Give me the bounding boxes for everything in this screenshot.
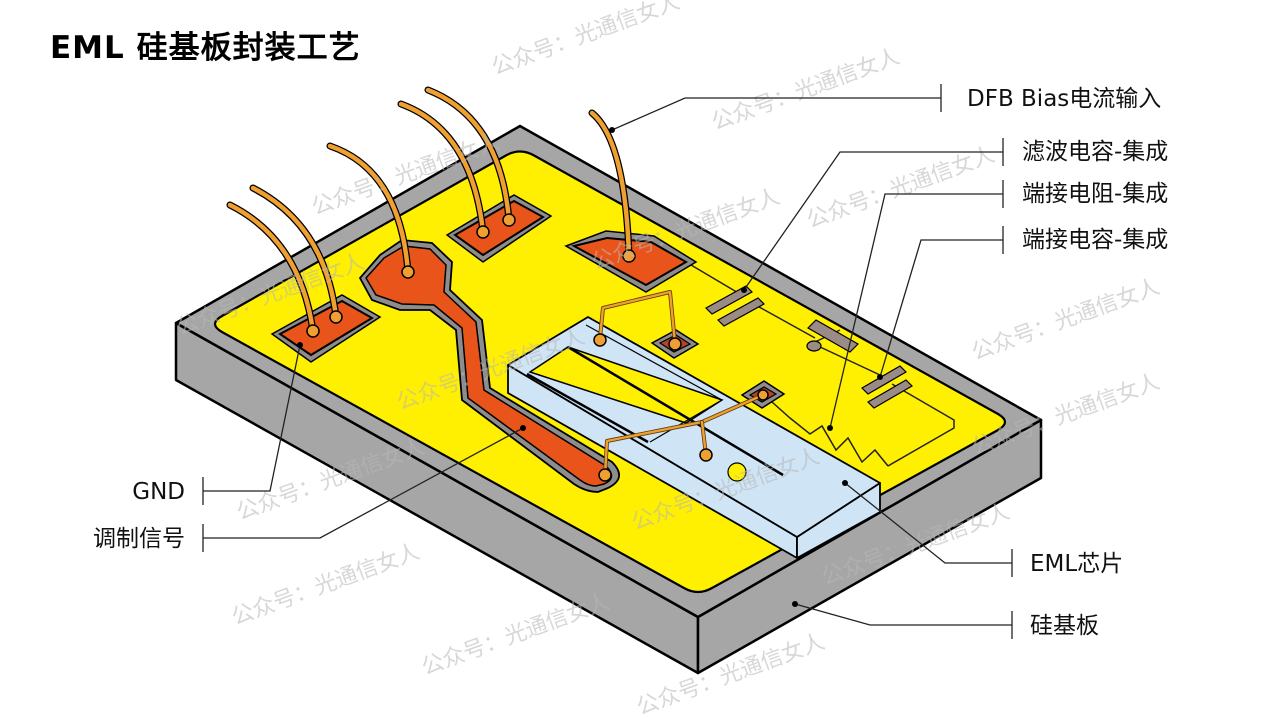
watermark: 公众号：光通信女人 (489, 0, 684, 81)
watermark: 公众号：光通信女人 (969, 274, 1164, 365)
watermark: 公众号：光通信女人 (419, 589, 614, 680)
label-filter-capacitor: 滤波电容-集成 (1022, 139, 1168, 165)
lead-wires (226, 86, 633, 335)
label-gnd: GND (132, 479, 185, 505)
modulation-trace (358, 239, 620, 493)
page-title: EML 硅基板封装工艺 (50, 30, 361, 66)
label-modulation-signal: 调制信号 (93, 526, 185, 552)
termination-resistor-chip (806, 319, 859, 353)
bond-dots (306, 213, 769, 482)
watermark: 公众号：光通信女人 (804, 142, 999, 233)
termination-capacitor (861, 365, 913, 409)
leader-lines (202, 84, 1013, 639)
watermark: 公众号：光通信女人 (229, 539, 424, 630)
gnd-pad-2 (445, 194, 553, 263)
label-termination-resistor: 端接电阻-集成 (1022, 181, 1168, 207)
filter-capacitor (705, 285, 765, 327)
eml-chip (507, 316, 881, 559)
label-dfb-bias: DFB Bias电流输入 (967, 86, 1161, 112)
watermark: 公众号：光通信女人 (709, 44, 904, 135)
label-silicon-substrate: 硅基板 (1030, 613, 1099, 639)
label-termination-capacitor: 端接电容-集成 (1022, 227, 1168, 253)
label-eml-chip: EML芯片 (1030, 551, 1123, 577)
